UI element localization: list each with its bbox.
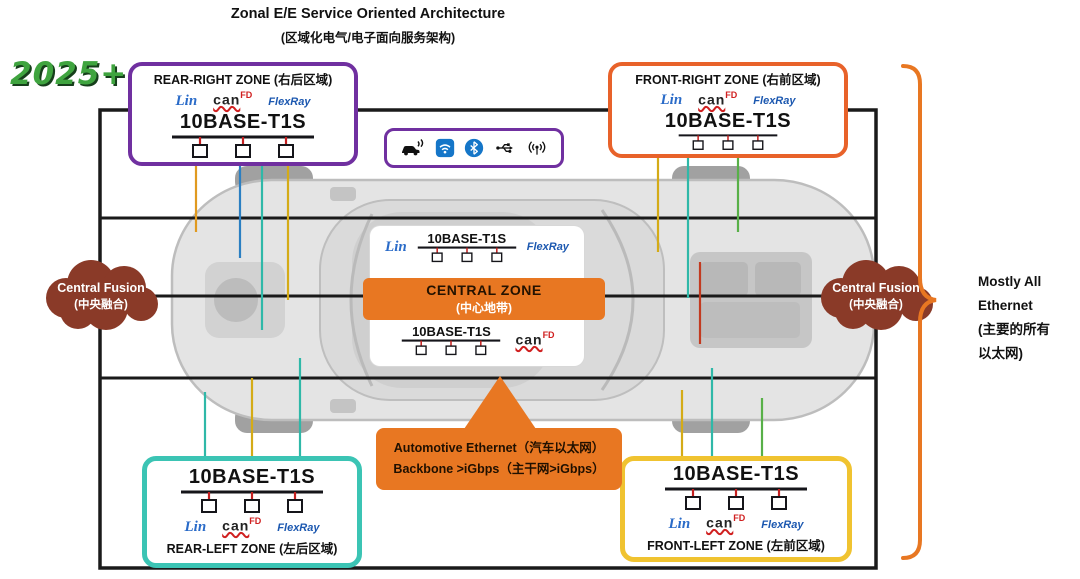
central-fusion-label-left: Central Fusion (中央融合) [57, 281, 145, 311]
lin-logo: Lin [660, 92, 683, 109]
protocol-logos: Lin canFD FlexRay [668, 513, 803, 532]
canfd-logo: canFD [213, 90, 253, 108]
central-zone-top-bus: Lin 10BASE-T1S FlexRay [374, 231, 580, 263]
protocol-logos: Lin canFD FlexRay [175, 90, 310, 109]
canfd-logo: canFD [698, 90, 738, 108]
ethernet-backbone-callout: Automotive Ethernet（汽车以太网） Backbone >iGb… [376, 428, 622, 490]
connectivity-box [384, 128, 564, 168]
canfd-logo: canFD [706, 513, 746, 531]
central-fusion-label-right: Central Fusion (中央融合) [832, 281, 920, 311]
bus-node-connectors [415, 246, 519, 263]
canfd-logo: canFD [515, 330, 555, 348]
zone-box-rear-left: 10BASE-T1S Lin canFD FlexRay REAR-LEFT Z… [142, 456, 362, 568]
bus-node-connectors [399, 339, 503, 356]
bus-node-connectors [177, 490, 327, 514]
cellular-antenna-icon [526, 138, 548, 158]
canfd-logo: canFD [222, 516, 262, 534]
lin-logo: Lin [668, 515, 691, 532]
bus-label: 10BASE-T1S [664, 110, 792, 133]
lin-logo: Lin [175, 92, 198, 109]
central-zone-bottom-bus: 10BASE-T1S canFD [374, 324, 580, 356]
central-zone-banner: CENTRAL ZONE (中心地带) [363, 278, 605, 320]
bus-node-connectors [653, 134, 803, 151]
page-title: Zonal E/E Service Oriented Architecture [230, 6, 506, 22]
bus-label: 10BASE-T1S [188, 466, 316, 489]
lin-logo: Lin [385, 238, 407, 255]
zone-box-front-left: 10BASE-T1S Lin canFD FlexRay FRONT-LEFT … [620, 456, 852, 562]
bus-node-connectors [168, 135, 318, 159]
zone-title: FRONT-LEFT ZONE (左前区域) [647, 538, 825, 553]
wifi-icon [435, 138, 455, 158]
diagram-header: Zonal E/E Service Oriented Architecture … [182, 6, 554, 46]
bus-label: 10BASE-T1S [427, 231, 507, 246]
ethernet-brace [901, 64, 937, 560]
usb-icon [493, 138, 517, 158]
bus-top: 10BASE-T1S [415, 231, 519, 263]
zone-box-front-right: FRONT-RIGHT ZONE (右前区域) Lin canFD FlexRa… [608, 62, 848, 158]
flexray-logo: FlexRay [761, 518, 804, 531]
flexray-logo: FlexRay [753, 95, 796, 108]
callout-pointer [462, 376, 538, 432]
bus-label: 10BASE-T1S [672, 463, 800, 486]
protocol-logos: Lin canFD FlexRay [184, 516, 319, 535]
bus-label: 10BASE-T1S [412, 324, 491, 339]
zone-wiring-lines [194, 158, 764, 456]
flexray-logo: FlexRay [277, 521, 320, 534]
ethernet-note: Mostly All Ethernet (主要的所有 以太网) [978, 274, 1050, 362]
bus-bottom: 10BASE-T1S [399, 324, 503, 356]
year-badge: 2025+ [10, 56, 128, 92]
bus-node-connectors [661, 487, 811, 511]
flexray-logo: FlexRay [526, 241, 569, 253]
bluetooth-icon [464, 138, 484, 158]
protocol-logos: Lin canFD FlexRay [660, 90, 795, 109]
central-zone-title: CENTRAL ZONE [426, 282, 542, 298]
zone-title: REAR-RIGHT ZONE (右后区域) [153, 73, 333, 88]
page-subtitle: (区域化电气/电子面向服务架构) [280, 31, 456, 45]
zone-box-rear-right: REAR-RIGHT ZONE (右后区域) Lin canFD FlexRay… [128, 62, 358, 166]
flexray-logo: FlexRay [268, 95, 311, 108]
bus-label: 10BASE-T1S [179, 110, 307, 133]
connected-car-icon [400, 138, 426, 158]
zone-title: REAR-LEFT ZONE (左后区域) [166, 541, 338, 556]
central-zone-subtitle: (中心地带) [456, 301, 512, 315]
lin-logo: Lin [184, 518, 207, 535]
zone-title: FRONT-RIGHT ZONE (右前区域) [635, 73, 821, 87]
